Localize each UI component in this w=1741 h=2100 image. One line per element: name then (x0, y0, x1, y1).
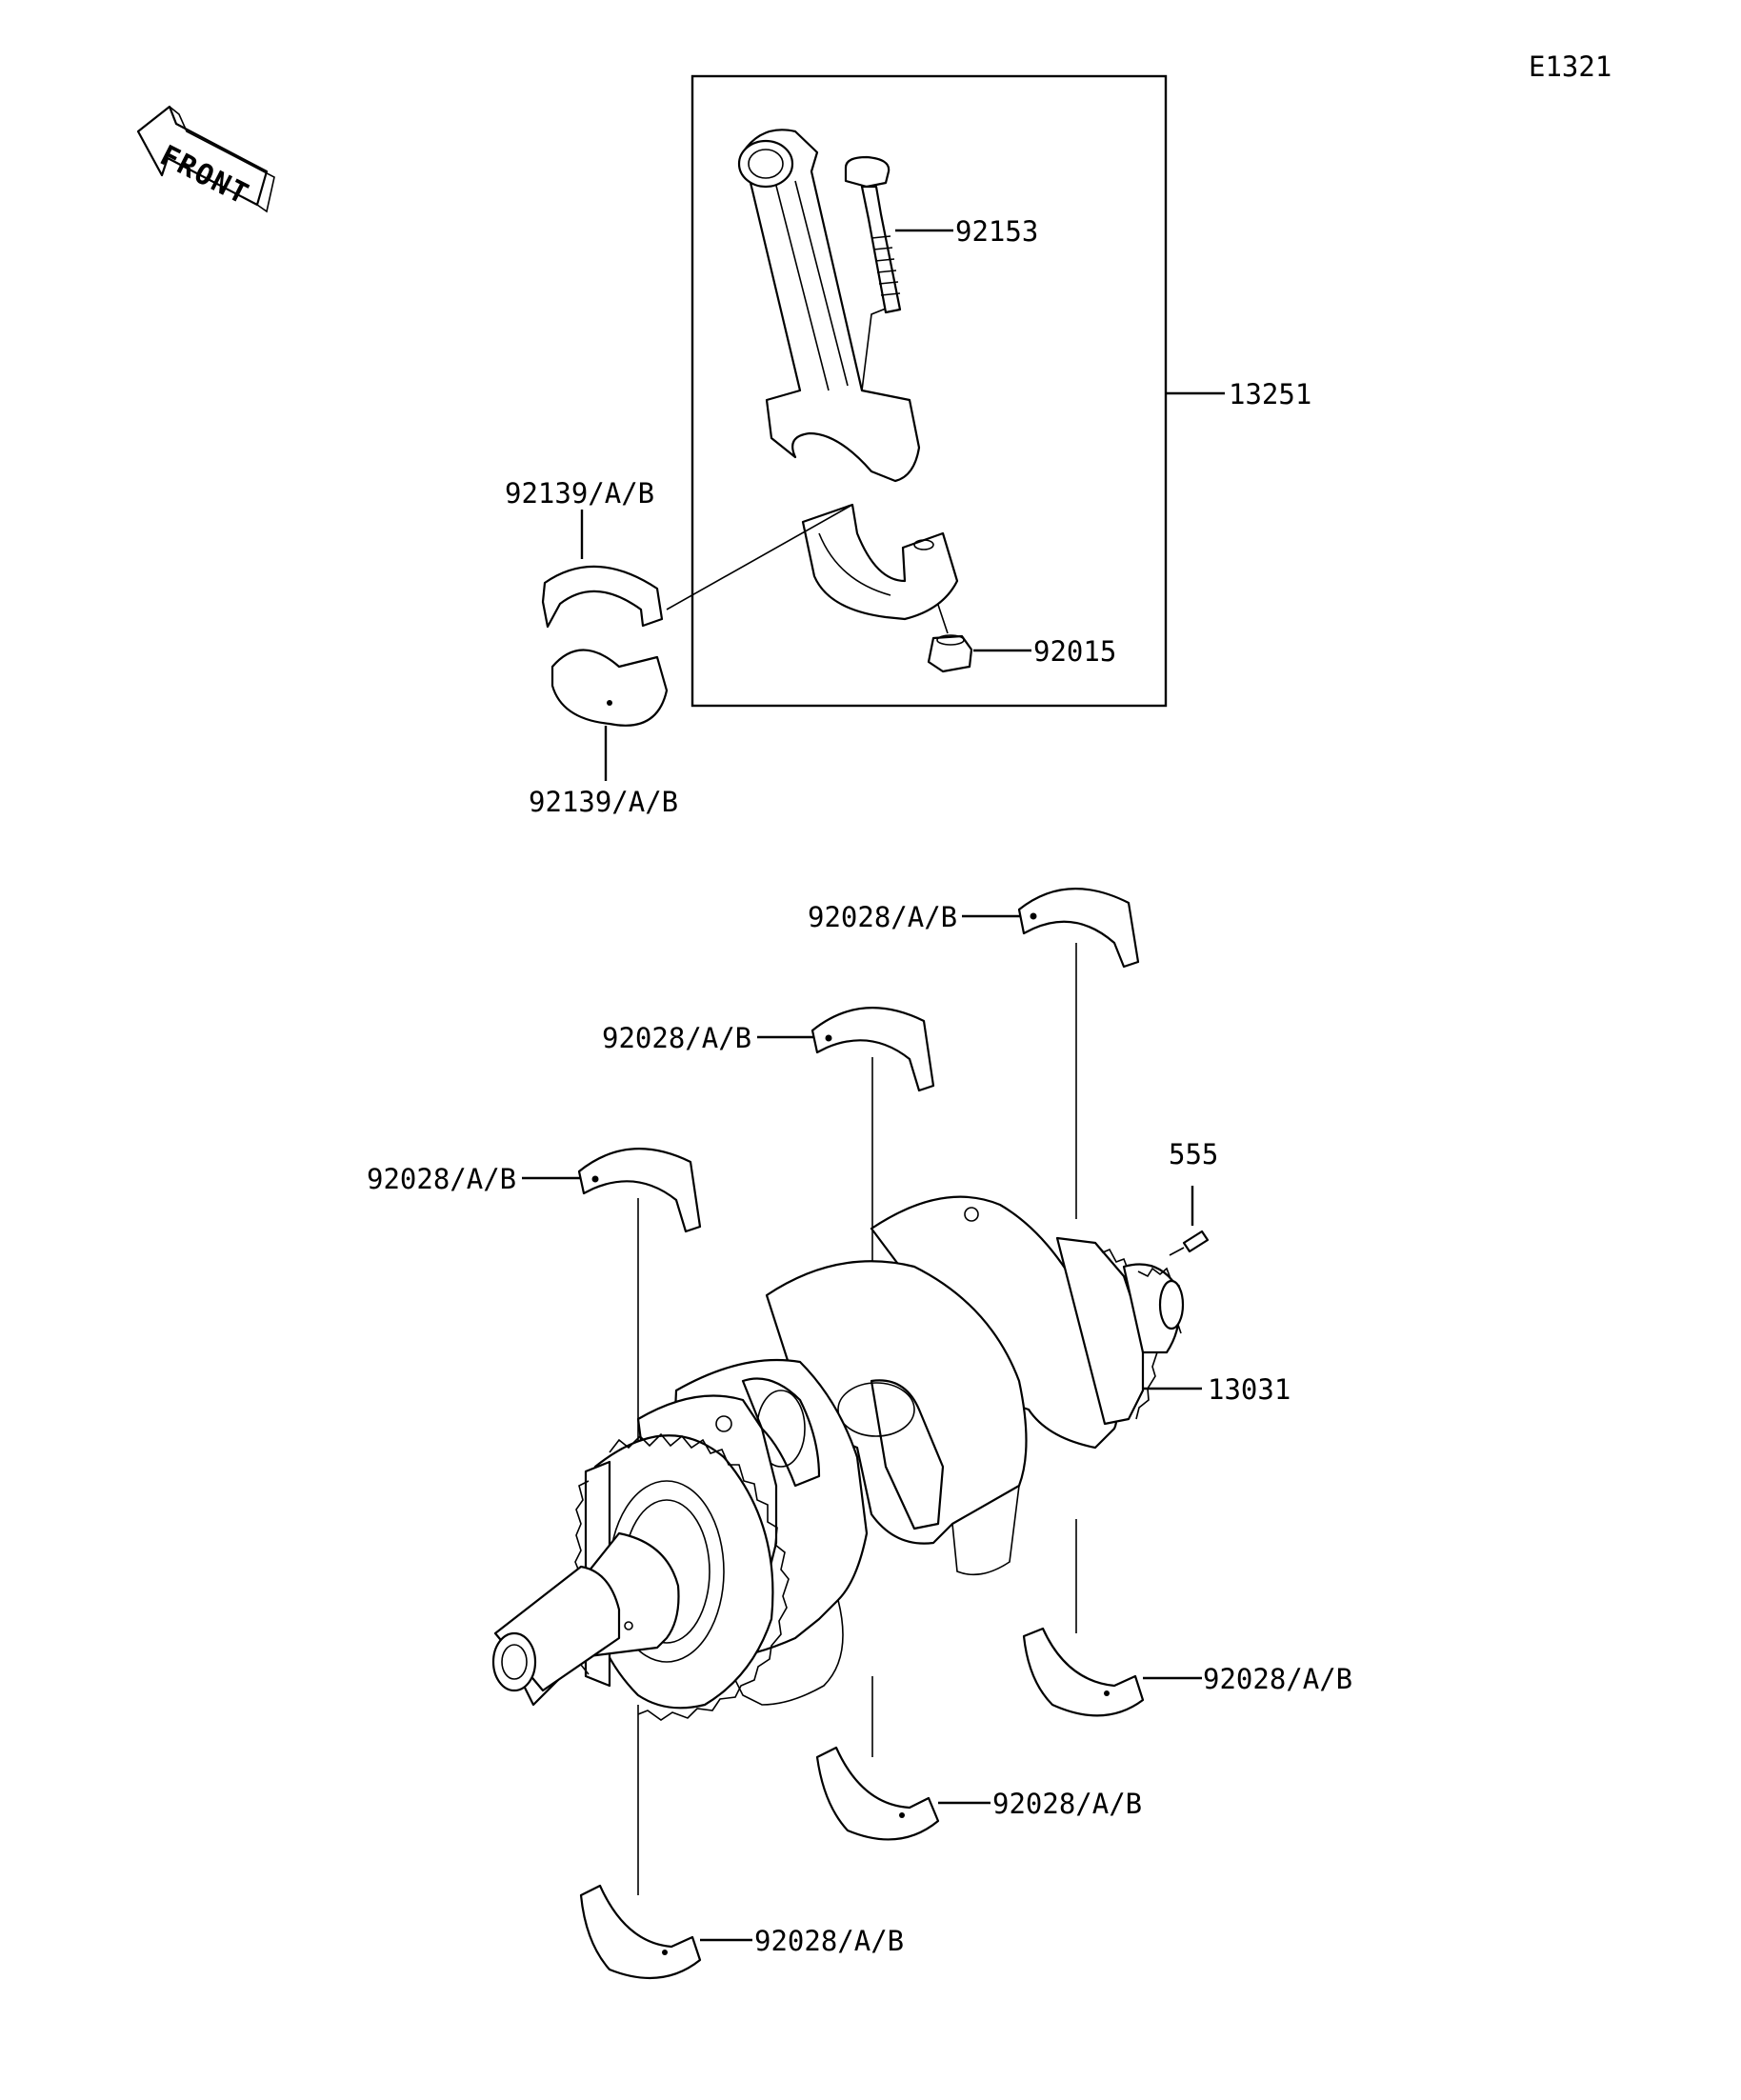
con-rod-assembly-frame (690, 74, 1168, 708)
main-bearing-shell-3 (577, 1148, 702, 1233)
front-arrow-icon: FRONT (136, 105, 275, 213)
main-bearing-shell-4 (1022, 1627, 1145, 1717)
part-label-92028-2: 92028/A/B (602, 1022, 751, 1054)
main-bearing-shell-5 (815, 1746, 940, 1841)
rod-nut (927, 634, 973, 673)
part-label-13031: 13031 (1208, 1373, 1291, 1406)
part-label-92028-6: 92028/A/B (754, 1925, 904, 1957)
main-bearing-shell-2 (810, 1007, 935, 1092)
rod-bolt (844, 155, 902, 314)
part-label-92139-lower: 92139/A/B (529, 786, 678, 818)
part-label-92028-3: 92028/A/B (367, 1163, 516, 1195)
main-bearing-shell-1 (1017, 888, 1140, 969)
part-label-13251: 13251 (1229, 378, 1311, 410)
rod-cap (801, 503, 959, 621)
part-label-92028-5: 92028/A/B (992, 1788, 1142, 1820)
conrod-bearing-lower (550, 649, 669, 727)
part-label-555: 555 (1169, 1138, 1218, 1170)
diagram-code: E1321 (1529, 50, 1611, 83)
dowel-pin-555 (1182, 1230, 1210, 1253)
part-label-92028-4: 92028/A/B (1203, 1663, 1352, 1695)
main-bearing-shell-6 (579, 1884, 702, 1979)
crankshaft (491, 1195, 1185, 1721)
part-label-92028-1: 92028/A/B (808, 901, 957, 933)
part-label-92139-upper: 92139/A/B (505, 477, 654, 510)
part-label-92153: 92153 (955, 215, 1038, 248)
conrod-bearing-upper (541, 565, 664, 629)
part-label-92015: 92015 (1033, 635, 1116, 668)
